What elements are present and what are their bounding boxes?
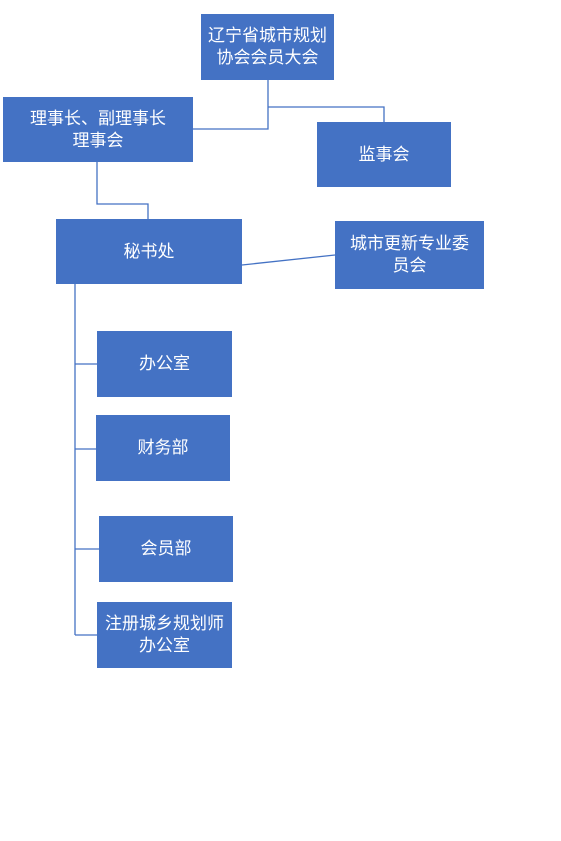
connector-council-secretariat [96, 162, 149, 219]
node-finance: 财务部 [96, 415, 230, 481]
node-supervisory: 监事会 [317, 122, 451, 187]
node-office: 办公室 [97, 331, 232, 397]
node-supervisory-label: 监事会 [358, 144, 410, 165]
node-membership: 会员部 [99, 516, 233, 582]
node-urban-renewal: 城市更新专业委 员会 [335, 221, 484, 289]
node-council: 理事长、副理事长 理事会 [3, 97, 193, 162]
node-secretariat: 秘书处 [56, 219, 242, 284]
node-assembly-label: 辽宁省城市规划 协会会员大会 [208, 26, 327, 68]
node-registered-planner-office-label: 注册城乡规划师 办公室 [105, 614, 224, 656]
node-secretariat-label: 秘书处 [123, 241, 175, 262]
connector-assembly-supervisory [268, 106, 385, 122]
connector-secretariat-urban-renewal [241, 254, 336, 266]
node-office-label: 办公室 [139, 354, 190, 374]
node-assembly: 辽宁省城市规划 协会会员大会 [201, 14, 334, 80]
connector-assembly-council [193, 80, 269, 130]
node-council-label: 理事长、副理事长 理事会 [30, 108, 166, 151]
node-urban-renewal-label: 城市更新专业委 员会 [350, 234, 469, 276]
node-finance-label: 财务部 [137, 438, 189, 458]
node-membership-label: 会员部 [140, 539, 192, 559]
node-registered-planner-office: 注册城乡规划师 办公室 [97, 602, 232, 668]
